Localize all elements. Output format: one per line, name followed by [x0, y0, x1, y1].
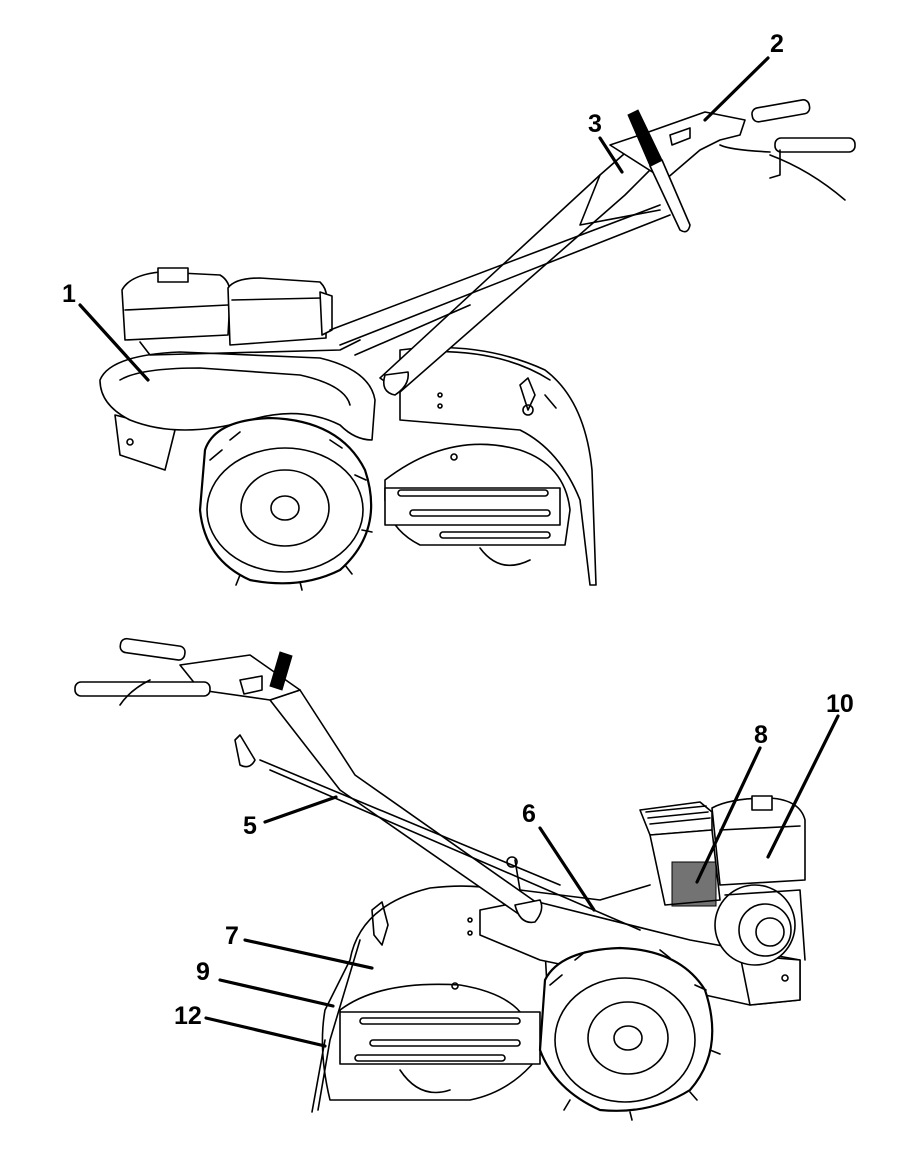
- leader-6: [538, 826, 596, 912]
- leader-3: [598, 136, 624, 174]
- callout-12: 12: [174, 1002, 202, 1030]
- leader-8: [695, 746, 762, 884]
- leader-5: [263, 795, 338, 824]
- callout-9: 9: [196, 958, 210, 986]
- leader-2: [703, 56, 770, 122]
- leader-1: [78, 303, 150, 382]
- leader-9: [218, 978, 335, 1008]
- tiller-bottom-view: [74, 637, 806, 1121]
- leader-10: [766, 714, 840, 859]
- callout-7: 7: [225, 922, 239, 950]
- callout-leaders: [78, 56, 840, 1048]
- callout-5: 5: [243, 812, 257, 840]
- leader-7: [243, 938, 374, 970]
- tine-shield-bottom: [339, 982, 541, 1094]
- handlebar-top: [329, 99, 856, 396]
- leader-12: [204, 1016, 327, 1048]
- callout-8: 8: [754, 721, 768, 749]
- handlebar-bottom: [74, 637, 651, 931]
- fender-top: [99, 351, 376, 441]
- callout-labels: 1 2 3 5 6 7 8 9 10 12: [62, 30, 854, 1030]
- callout-3: 3: [588, 110, 602, 138]
- tiller-top-view: [99, 99, 856, 591]
- engine-bottom: [639, 795, 806, 966]
- engine-top: [121, 267, 361, 356]
- callout-6: 6: [522, 800, 536, 828]
- callout-2: 2: [770, 30, 784, 58]
- wheel-bottom: [538, 946, 721, 1121]
- callout-1: 1: [62, 280, 76, 308]
- frame-bracket-bottom: [739, 954, 801, 1006]
- callout-10: 10: [826, 690, 854, 718]
- tine-shield-top: [384, 443, 571, 567]
- wheel-top: [198, 416, 373, 591]
